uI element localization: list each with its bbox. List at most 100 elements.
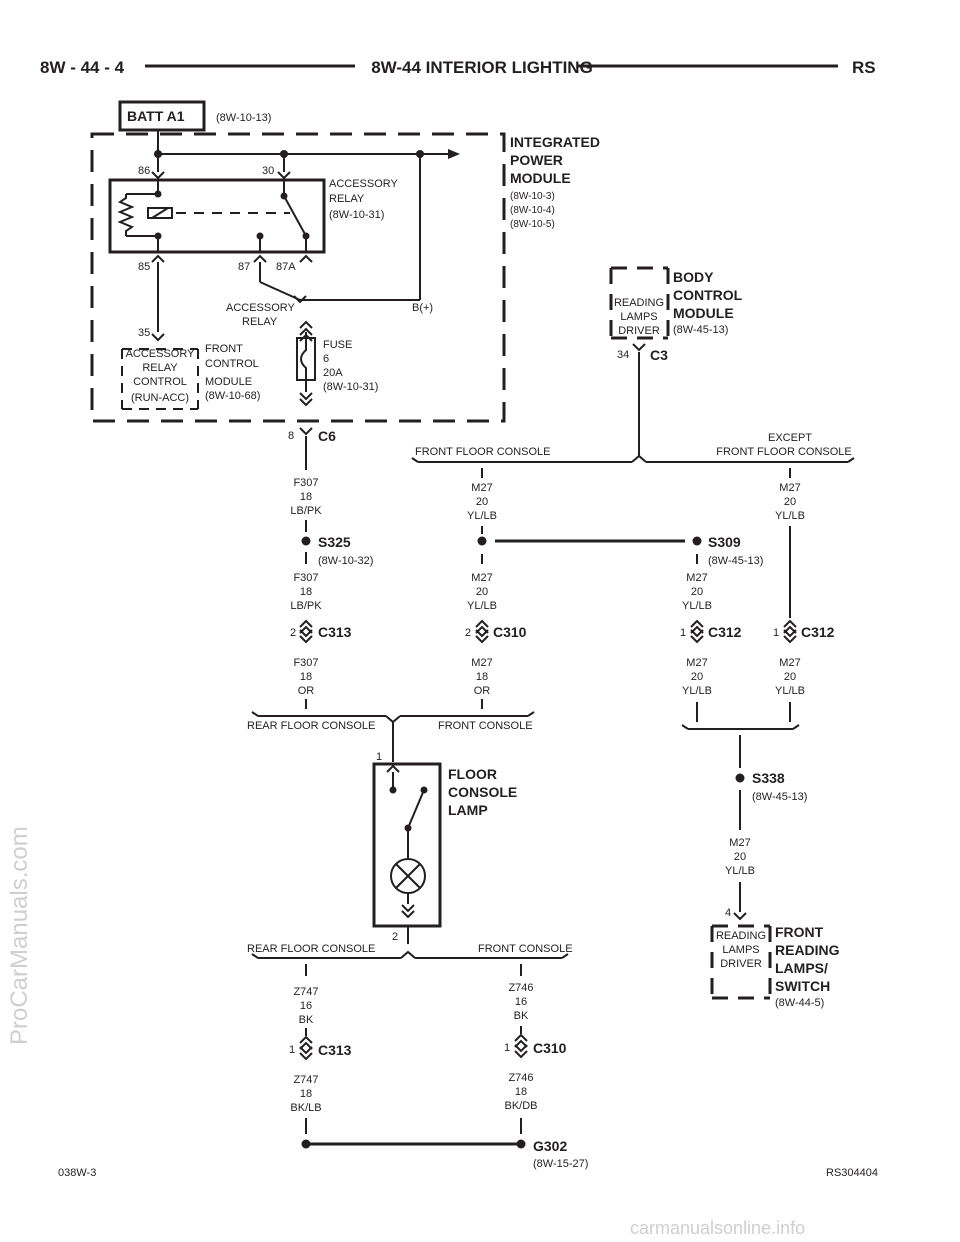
wire-m27-b: M27 20 YL/LB — [775, 482, 805, 522]
relay-ref: (8W-10-31) — [329, 209, 384, 221]
wire-gauge: 20 — [476, 496, 488, 508]
wire-code: F307 — [293, 572, 318, 584]
wire-z746-b: Z746 18 BK/DB — [504, 1072, 537, 1112]
relay-pin-87a: 87A — [276, 261, 296, 273]
batt-label: BATT A1 — [127, 108, 185, 124]
frl-name-2: READING — [775, 942, 840, 958]
c312a-pin: 1 — [680, 627, 686, 639]
splice-s325 — [301, 536, 311, 546]
c312b-name: C312 — [801, 624, 835, 640]
c312b-pin: 1 — [773, 627, 779, 639]
wire-color: BK/LB — [290, 1102, 321, 1114]
wire-color: OR — [474, 685, 491, 697]
wire-gauge: 18 — [300, 586, 312, 598]
wire-gauge: 18 — [515, 1086, 527, 1098]
option-front-floor: FRONT FLOOR CONSOLE — [415, 446, 550, 458]
lamp-name-2: CONSOLE — [448, 784, 517, 800]
c310a-pin: 2 — [465, 627, 471, 639]
batt-ref: (8W-10-13) — [216, 112, 271, 124]
wire-color: YL/LB — [775, 685, 805, 697]
wire-m27-d: M27 18 OR — [471, 657, 492, 697]
s309-name: S309 — [708, 534, 741, 550]
wire-code: F307 — [293, 657, 318, 669]
c6-name: C6 — [318, 428, 336, 444]
fcm-name-1: FRONT — [205, 343, 243, 355]
ipm-ref-3: (8W-10-5) — [510, 219, 555, 230]
s338-name: S338 — [752, 770, 785, 786]
c312a-name: C312 — [708, 624, 742, 640]
wire-gauge: 18 — [300, 491, 312, 503]
fcm-pin: 35 — [138, 327, 150, 339]
console1-rear: REAR FLOOR CONSOLE — [247, 720, 375, 732]
wire-color: BK/DB — [504, 1100, 537, 1112]
frl-name-3: LAMPS/ — [775, 960, 828, 976]
footer-left: 038W-3 — [58, 1167, 96, 1179]
wire-color: LB/PK — [290, 505, 322, 517]
watermark-bottom: carmanualsonline.info — [630, 1218, 806, 1238]
wire-gauge: 20 — [784, 671, 796, 683]
bcm-name-2: CONTROL — [673, 287, 743, 303]
wire-m27-c: M27 20 YL/LB — [467, 572, 497, 612]
wire-code: M27 — [779, 657, 800, 669]
b-plus-label: B(+) — [412, 302, 433, 314]
wire-code: Z747 — [293, 986, 318, 998]
option-except-2: FRONT FLOOR CONSOLE — [716, 446, 851, 458]
lamp-name-1: FLOOR — [448, 766, 497, 782]
wire-color: LB/PK — [290, 600, 322, 612]
frl-name-4: SWITCH — [775, 978, 830, 994]
c6-connector: 8 C6 — [288, 427, 336, 470]
wire-color: OR — [298, 685, 315, 697]
wire-z747-a: Z747 16 BK — [293, 986, 318, 1026]
splice-s338 — [735, 773, 745, 783]
bcm-name-1: BODY — [673, 269, 714, 285]
fuse-label-1: FUSE — [323, 339, 352, 351]
wire-code: M27 — [471, 657, 492, 669]
c310b-name: C310 — [533, 1040, 567, 1056]
footer-right: RS304404 — [826, 1167, 878, 1179]
wire-code: M27 — [471, 572, 492, 584]
wire-gauge: 16 — [515, 996, 527, 1008]
wire-gauge: 16 — [300, 1000, 312, 1012]
floor-console-lamp: 1 FLOOR CONSOLE LAMP 2 — [372, 751, 517, 944]
wire-gauge: 20 — [691, 586, 703, 598]
wire-gauge: 18 — [300, 1088, 312, 1100]
wire-gauge: 18 — [300, 671, 312, 683]
header-title: 8W-44 INTERIOR LIGHTING — [371, 58, 593, 77]
wire-code: Z747 — [293, 1074, 318, 1086]
bcm-pin: 34 — [617, 349, 629, 361]
relay-name-2: RELAY — [329, 193, 365, 205]
wire-code: M27 — [471, 482, 492, 494]
wire-code: M27 — [729, 837, 750, 849]
bcm-line-2: LAMPS — [620, 311, 657, 323]
bcm-name-3: MODULE — [673, 305, 734, 321]
ipm-title-2: POWER — [510, 152, 563, 168]
relay-pin-85: 85 — [138, 261, 150, 273]
wire-f307-a: F307 18 LB/PK — [290, 477, 322, 517]
frl-ref: (8W-44-5) — [775, 997, 824, 1009]
option-split: FRONT FLOOR CONSOLE EXCEPT FRONT FLOOR C… — [411, 432, 855, 478]
c313b-pin: 1 — [289, 1044, 295, 1056]
console2-front: FRONT CONSOLE — [478, 943, 573, 955]
wire-color: YL/LB — [682, 600, 712, 612]
s338-ref: (8W-45-13) — [752, 791, 807, 803]
s338-split: S338 (8W-45-13) — [681, 724, 807, 830]
wire-gauge: 18 — [476, 671, 488, 683]
relay-out-label-2: RELAY — [242, 316, 278, 328]
c313a-name: C313 — [318, 624, 352, 640]
accessory-relay-box — [108, 178, 326, 254]
fcm-line-3: CONTROL — [133, 376, 187, 388]
c6-pin: 8 — [288, 430, 294, 442]
wire-color: BK — [514, 1010, 529, 1022]
lamp-pin-top: 1 — [376, 751, 382, 763]
g302-name: G302 — [533, 1138, 567, 1154]
console1-front: FRONT CONSOLE — [438, 720, 533, 732]
c310a-name: C310 — [493, 624, 527, 640]
wire-m27-h: M27 20 YL/LB — [725, 837, 755, 877]
wire-z746-a: Z746 16 BK — [508, 982, 533, 1022]
lamp-name-3: LAMP — [448, 802, 488, 818]
relay-name-1: ACCESSORY — [329, 178, 399, 190]
console-split-1: REAR FLOOR CONSOLE FRONT CONSOLE — [247, 711, 535, 762]
ipm-title-3: MODULE — [510, 170, 571, 186]
frl-pin: 4 — [725, 907, 731, 919]
